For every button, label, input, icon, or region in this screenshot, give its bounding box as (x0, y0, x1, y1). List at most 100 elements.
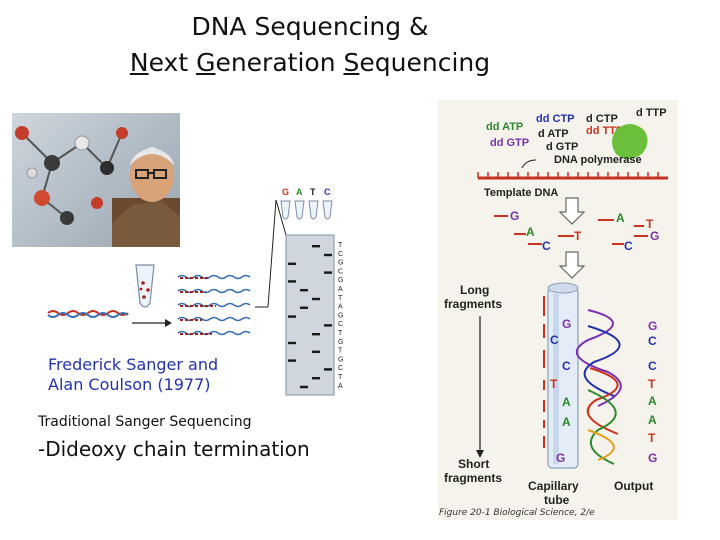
sequence-read-letter: G (338, 260, 343, 267)
output-letter-8: G (648, 451, 657, 465)
figure-caption: Figure 20-1 Biological Science, 2/e (439, 508, 595, 518)
person-image (112, 147, 180, 247)
tube-letter-3: C (562, 359, 571, 373)
textbook-figure: dd ATP dd CTP d CTP d TTP d ATP dd TTP d… (438, 100, 678, 520)
title-letter-n: N (129, 48, 149, 77)
sequence-read-letter: C (338, 268, 343, 275)
gel-band (288, 341, 296, 345)
slide-title-line1: DNA Sequencing & (191, 12, 429, 41)
capillary-tube-label-2: tube (544, 493, 570, 507)
gel-band (312, 333, 320, 336)
output-label: Output (614, 479, 653, 493)
gel-band (324, 271, 332, 274)
fragment-letter-t1: T (646, 217, 654, 231)
output-letter-6: A (648, 413, 657, 427)
polymerase-label: DNA polymerase (554, 154, 642, 166)
tube-letter-1: G (562, 317, 571, 331)
sequence-read-letter: T (338, 330, 343, 337)
nucleotide-labels: dd ATP dd CTP d CTP d TTP d ATP dd TTP d… (486, 107, 667, 153)
nucleotide-dttp: d TTP (636, 107, 667, 119)
output-letter-1: G (648, 319, 657, 333)
sequence-read-letter: G (338, 312, 343, 319)
arrow-right-icon (165, 319, 172, 327)
nucleotide-dctp: d CTP (586, 113, 618, 125)
nucleotide-dgtp: d GTP (546, 141, 578, 153)
sequence-read-letter: A (338, 383, 343, 390)
long-fragments-label-1: Long (460, 283, 489, 297)
output-letter-4: T (648, 377, 656, 391)
tube-letter-6: A (562, 415, 571, 429)
sequence-read-letter: G (338, 339, 343, 346)
sequence-read-letter: T (338, 295, 343, 302)
sequence-read-letter: A (338, 286, 343, 293)
sequence-read-letter: G (338, 356, 343, 363)
title-fragment-sequencing: equencing (359, 48, 491, 77)
gel-band (288, 359, 296, 362)
sequence-read-letter: G (338, 277, 343, 284)
title-fragment-next: ext (148, 48, 197, 77)
tube-letter-2: C (550, 333, 559, 347)
gel-band (312, 297, 320, 301)
gel-lane-label-c: C (324, 187, 331, 197)
gel-band (300, 385, 308, 389)
capillary-tube-icon (547, 282, 579, 469)
gel-bands (288, 245, 332, 389)
gel-band (312, 350, 320, 353)
caption-line-1: Frederick Sanger and (48, 355, 219, 374)
gel-band (288, 315, 296, 318)
gel-lane-label-g: G (282, 187, 289, 197)
sequence-read-letter: T (338, 348, 343, 355)
gel-lane-label-a: A (296, 187, 303, 197)
gel-band (288, 280, 296, 283)
gel-band (300, 306, 308, 309)
dna-fragments (177, 274, 251, 336)
dna-polymerase-icon (612, 124, 648, 159)
short-fragments-label-1: Short (458, 457, 489, 471)
chromatogram-trace (575, 309, 622, 465)
nucleotide-ddatp: dd ATP (486, 121, 523, 133)
sequence-read-letter: C (338, 251, 343, 258)
fragment-letter-a1: A (616, 211, 625, 225)
gel-band (324, 368, 332, 371)
output-letter-7: T (648, 431, 656, 445)
short-fragments-label-2: fragments (444, 471, 502, 485)
molecular-model-image (15, 126, 128, 225)
fragment-letter-c2: C (624, 239, 633, 253)
method-detail: -Dideoxy chain termination (38, 437, 310, 461)
nucleotide-datp: d ATP (538, 128, 569, 140)
arrow-down-icon-2 (558, 251, 586, 279)
slide-title-line2: Next Generation Sequencing (0, 48, 620, 78)
reaction-tube-icon (135, 264, 155, 308)
gel-band (288, 262, 296, 265)
gel-band (312, 245, 320, 248)
fragment-letter-t2: T (574, 229, 582, 243)
fragment-letter-g1: G (510, 209, 519, 223)
tube-letter-5: A (562, 395, 571, 409)
sanger-photo-caption: Frederick Sanger and Alan Coulson (1977) (48, 355, 218, 395)
caption-line-2: Alan Coulson (1977) (48, 375, 211, 394)
capillary-tube-label-1: Capillary (528, 479, 579, 493)
template-dna-strand (47, 310, 129, 316)
fragment-letter-a2: A (526, 225, 535, 239)
method-caption: Traditional Sanger Sequencing (38, 414, 252, 430)
gel-band (300, 289, 308, 292)
fragment-letter-c1: C (542, 239, 551, 253)
sequence-read-letter: C (338, 321, 343, 328)
sequence-read-letter: A (338, 304, 343, 311)
gel-band (324, 324, 332, 327)
sequence-read-letter: T (338, 242, 343, 249)
sequence-read-letter: C (338, 365, 343, 372)
output-letter-5: A (648, 394, 657, 408)
title-letter-g: G (196, 48, 216, 77)
gel-band (324, 253, 332, 257)
title-fragment-generation: eneration (215, 48, 344, 77)
output-letter-2: C (648, 334, 657, 348)
title-letter-s: S (343, 48, 360, 77)
gel-slab (285, 234, 335, 396)
tube-letter-7: G (556, 451, 565, 465)
template-dna-label: Template DNA (484, 187, 558, 199)
output-letter-3: C (648, 359, 657, 373)
arrow-down-icon (558, 197, 586, 225)
